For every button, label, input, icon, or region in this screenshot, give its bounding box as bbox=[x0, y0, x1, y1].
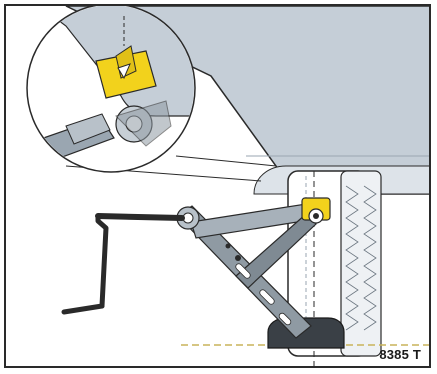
figure-reference-code: 8385 T bbox=[379, 347, 421, 362]
crank-handle-icon bbox=[64, 216, 182, 312]
jack-placement-illustration bbox=[6, 6, 431, 368]
jacking-point-marker-icon bbox=[302, 198, 330, 223]
illustration-frame: 8385 T bbox=[4, 4, 431, 368]
